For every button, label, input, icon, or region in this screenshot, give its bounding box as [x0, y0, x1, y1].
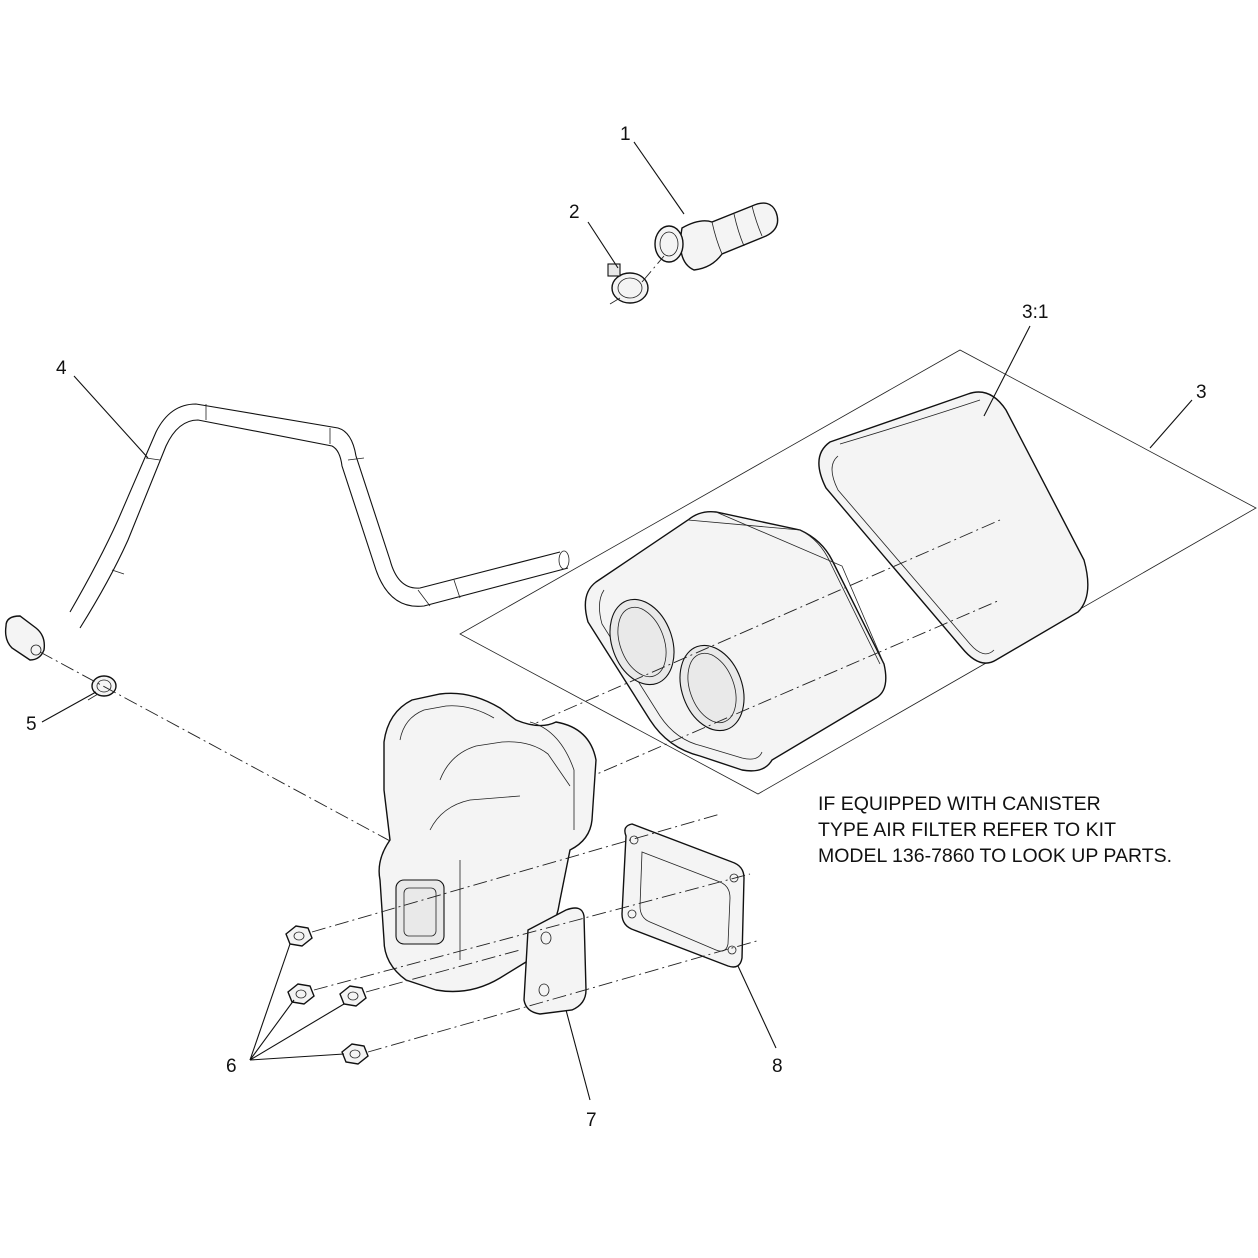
callout-7: 7: [586, 1110, 597, 1131]
part-2-hose-clamp: [607, 263, 649, 305]
part-3-1-pre-cleaner: [818, 391, 1089, 664]
leader-7: [565, 1009, 591, 1101]
assembly-line-filter-a: [519, 519, 1001, 731]
part-5-clamp-and-fitting: [4, 615, 117, 701]
nut-4: [341, 1043, 369, 1065]
leader-4: [73, 375, 149, 459]
leader-5: [41, 691, 97, 723]
part-8-gasket: [621, 823, 745, 968]
assembly-line-nut-3: [365, 949, 521, 993]
leaders-6: [249, 943, 345, 1061]
callout-4: 4: [56, 358, 67, 379]
leader-3: [1149, 399, 1193, 449]
callout-6: 6: [226, 1056, 237, 1077]
assembly-line-nut-4: [367, 939, 761, 1053]
assembly-line-nut-2: [313, 873, 751, 991]
nut-3: [339, 985, 367, 1007]
part-7-air-cleaner-base: [378, 692, 597, 1015]
note-line-3: MODEL 136-7860 TO LOOK UP PARTS.: [818, 845, 1172, 867]
assembly-line-filter-b: [559, 599, 1001, 791]
callout-1: 1: [620, 124, 631, 145]
leader-2: [587, 221, 619, 269]
assembly-line-5: [39, 651, 393, 843]
callout-3: 3: [1196, 382, 1207, 403]
part-3-filter-element: [584, 510, 887, 772]
part-4-vent-hose: [69, 403, 570, 629]
part-6-nuts: [285, 925, 369, 1065]
note-line-1: IF EQUIPPED WITH CANISTER: [818, 793, 1101, 815]
part-1-elbow-hose: [654, 202, 779, 271]
leader-3-1: [983, 325, 1031, 417]
part-3-air-filter-panel: [459, 349, 1257, 795]
leader-1: [633, 141, 685, 215]
callout-3-1: 3:1: [1022, 302, 1048, 323]
callout-5: 5: [26, 714, 37, 735]
note-line-2: TYPE AIR FILTER REFER TO KIT: [818, 819, 1116, 841]
assembly-line-1-2: [641, 255, 665, 283]
callout-8: 8: [772, 1056, 783, 1077]
leader-8: [737, 965, 777, 1049]
nut-1: [285, 925, 313, 947]
callout-2: 2: [569, 202, 580, 223]
nut-2: [287, 983, 315, 1005]
